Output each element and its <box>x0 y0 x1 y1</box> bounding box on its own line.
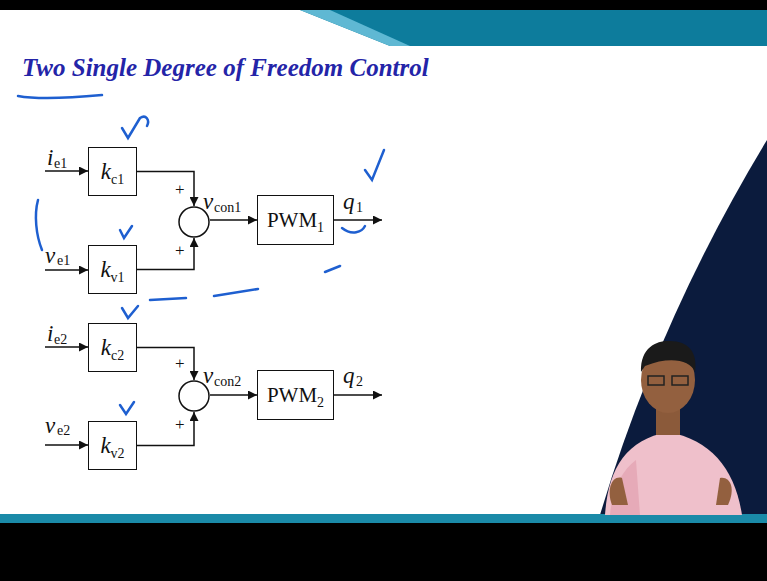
presenter <box>605 341 742 515</box>
block-subscript: 2 <box>317 395 324 410</box>
signal-subscript: e2 <box>57 424 70 438</box>
footer-band <box>0 514 767 523</box>
signal-connector <box>210 394 257 396</box>
block-symbol: PWM <box>267 208 317 232</box>
sign-label: + <box>175 355 185 372</box>
signal-connector <box>137 348 194 381</box>
block-label: PWM2 <box>267 385 324 406</box>
block-label: kc2 <box>101 336 124 359</box>
signal-connector <box>137 238 194 270</box>
gain-block: kc1 <box>88 147 137 196</box>
signal-subscript: 1 <box>356 201 363 215</box>
sign-label: + <box>175 242 185 259</box>
signal-name: v <box>45 244 55 267</box>
signal-subscript: e1 <box>57 254 70 268</box>
signal-subscript: 2 <box>356 375 363 389</box>
corner-swoosh <box>600 140 767 515</box>
signal-subscript: con1 <box>214 201 241 215</box>
signal-name: i <box>47 146 53 169</box>
signal-subscript: e2 <box>54 333 67 347</box>
signal-name: v <box>45 414 55 437</box>
signal-wire <box>45 171 382 445</box>
gain-block: kv2 <box>88 421 137 470</box>
block-subscript: v1 <box>111 270 125 285</box>
signal-name: q <box>343 364 355 387</box>
pwm-block: PWM1 <box>257 195 334 245</box>
block-subscript: v2 <box>111 446 125 461</box>
header-band <box>300 10 767 46</box>
signal-subscript: con2 <box>214 375 241 389</box>
block-symbol: k <box>100 433 110 458</box>
gain-block: kc2 <box>88 323 137 372</box>
gain-block: kv1 <box>88 245 137 294</box>
signal-connector <box>137 412 194 446</box>
signal-name: v <box>203 190 213 213</box>
block-symbol: k <box>101 335 111 360</box>
block-symbol: PWM <box>267 383 317 407</box>
signal-name: i <box>47 322 53 345</box>
block-label: PWM1 <box>267 210 324 231</box>
block-subscript: 1 <box>317 220 324 235</box>
block-symbol: k <box>101 159 111 184</box>
top-bar <box>0 0 767 10</box>
bottom-bar <box>0 523 767 581</box>
signal-name: q <box>343 190 355 213</box>
slide-title: Two Single Degree of Freedom Control <box>22 54 429 82</box>
block-subscript: c1 <box>111 172 124 187</box>
block-label: kv1 <box>100 258 124 281</box>
header-accent <box>300 10 410 46</box>
block-symbol: k <box>100 257 110 282</box>
pwm-block: PWM2 <box>257 370 334 420</box>
block-label: kv2 <box>100 434 124 457</box>
hand-annotation <box>18 95 384 414</box>
signal-connector <box>137 172 194 207</box>
sign-label: + <box>175 181 185 198</box>
signal-name: v <box>203 364 213 387</box>
block-subscript: c2 <box>111 348 124 363</box>
signal-subscript: e1 <box>54 157 67 171</box>
signal-connector <box>210 219 257 221</box>
block-label: kc1 <box>101 160 124 183</box>
sign-label: + <box>175 416 185 433</box>
